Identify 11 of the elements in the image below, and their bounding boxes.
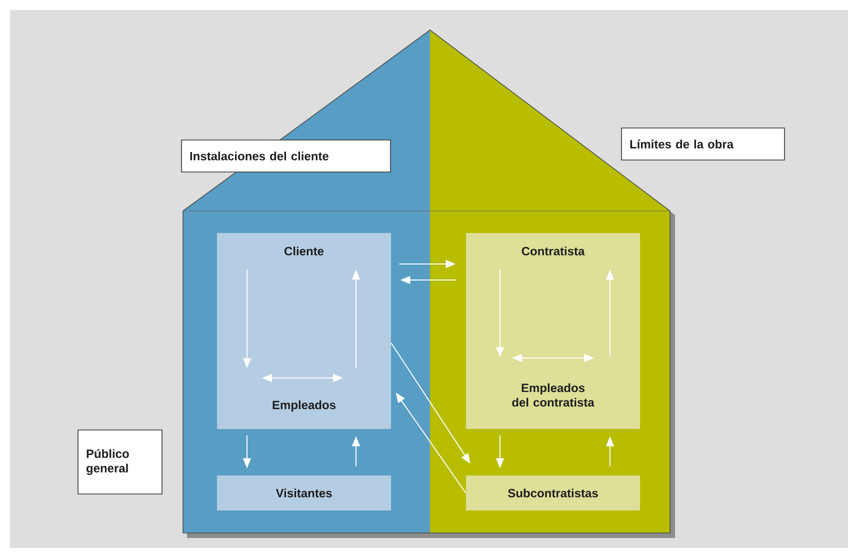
role-box: Visitantes (217, 476, 391, 510)
role-label: Empleados del contratista (512, 383, 594, 407)
callout-box: Límites de la obra (621, 128, 785, 160)
group-box (217, 233, 391, 429)
callout-box: Público general (78, 430, 162, 494)
role-box: Subcontratistas (466, 476, 640, 510)
group-box (466, 233, 640, 429)
role-label: Empleados (272, 400, 336, 412)
callout-box: Instalaciones del cliente (181, 140, 391, 172)
heading: Cliente (284, 246, 324, 256)
heading: Contratista (522, 246, 585, 256)
